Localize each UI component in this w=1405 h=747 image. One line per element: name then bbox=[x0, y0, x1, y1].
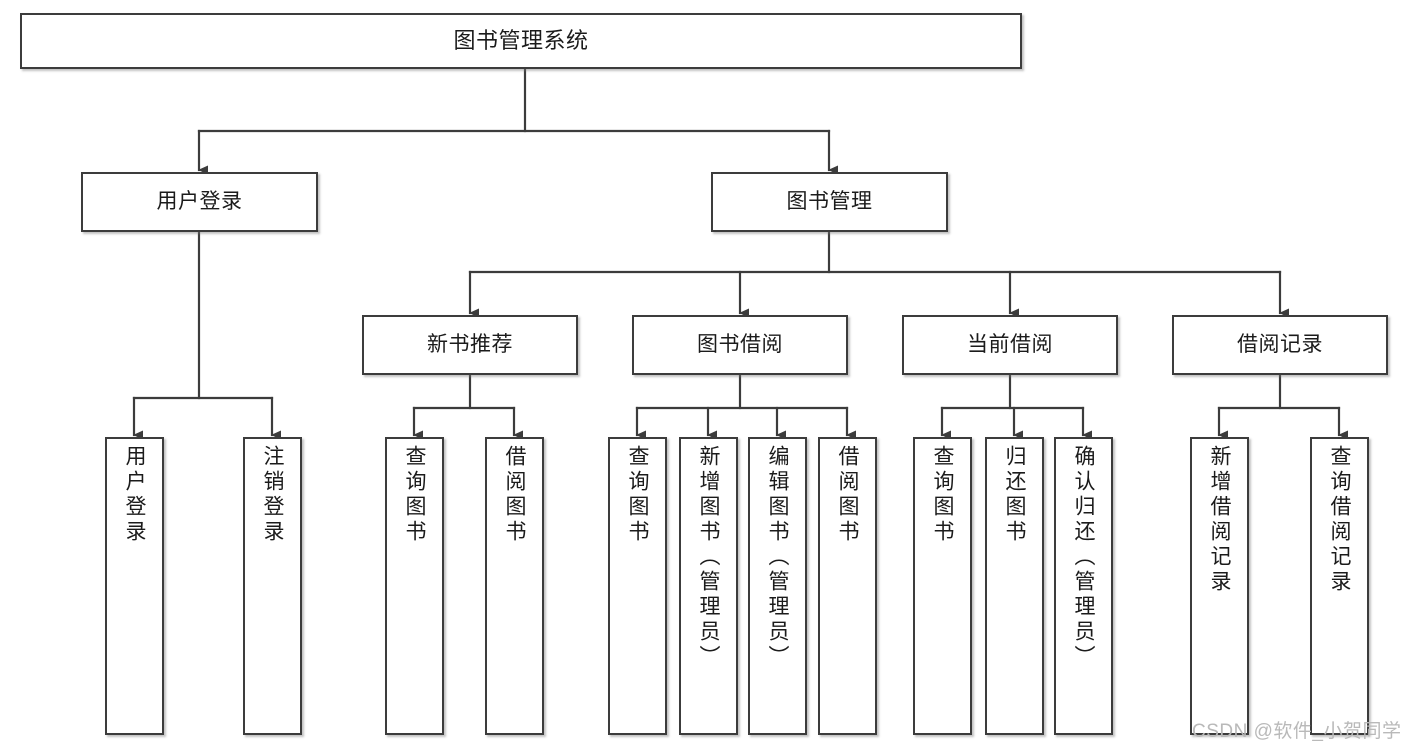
node-label: 图书管理 bbox=[786, 189, 873, 213]
node-label: 图书借阅 bbox=[697, 332, 783, 356]
node-label: 借阅图书 bbox=[503, 445, 526, 545]
node-current-borrow[interactable]: 当前借阅 bbox=[902, 315, 1118, 375]
node-label: 新增图书（管理员） bbox=[697, 445, 720, 670]
node-leaf-query-book-1[interactable]: 查询图书 bbox=[385, 437, 444, 735]
node-new-book-recommend[interactable]: 新书推荐 bbox=[362, 315, 578, 375]
node-label: 借阅记录 bbox=[1237, 332, 1323, 356]
node-leaf-query-book-3[interactable]: 查询图书 bbox=[913, 437, 972, 735]
node-leaf-logout[interactable]: 注销登录 bbox=[243, 437, 302, 735]
node-label: 查询图书 bbox=[626, 445, 649, 545]
node-label: 新增借阅记录 bbox=[1208, 445, 1231, 595]
node-label: 图书管理系统 bbox=[453, 28, 589, 54]
node-label: 借阅图书 bbox=[836, 445, 859, 545]
node-leaf-add-book[interactable]: 新增图书（管理员） bbox=[679, 437, 738, 735]
watermark: CSDN @软件_小贺同学 bbox=[1192, 721, 1402, 742]
node-leaf-user-login[interactable]: 用户登录 bbox=[105, 437, 164, 735]
node-leaf-return-book[interactable]: 归还图书 bbox=[985, 437, 1044, 735]
node-label: 查询图书 bbox=[403, 445, 426, 545]
node-leaf-confirm-return[interactable]: 确认归还（管理员） bbox=[1054, 437, 1113, 735]
node-label: 用户登录 bbox=[123, 445, 146, 545]
node-label: 注销登录 bbox=[261, 445, 284, 545]
node-label: 确认归还（管理员） bbox=[1072, 445, 1095, 670]
node-leaf-edit-book[interactable]: 编辑图书（管理员） bbox=[748, 437, 807, 735]
node-book-borrow[interactable]: 图书借阅 bbox=[632, 315, 848, 375]
node-leaf-borrow-book-2[interactable]: 借阅图书 bbox=[818, 437, 877, 735]
node-label: 用户登录 bbox=[156, 189, 243, 213]
node-label: 编辑图书（管理员） bbox=[766, 445, 789, 670]
node-label: 查询借阅记录 bbox=[1328, 445, 1351, 595]
node-user-login[interactable]: 用户登录 bbox=[81, 172, 318, 232]
node-leaf-query-book-2[interactable]: 查询图书 bbox=[608, 437, 667, 735]
node-leaf-query-record[interactable]: 查询借阅记录 bbox=[1310, 437, 1369, 735]
node-label: 新书推荐 bbox=[427, 332, 513, 356]
node-leaf-add-record[interactable]: 新增借阅记录 bbox=[1190, 437, 1249, 735]
node-leaf-borrow-book-1[interactable]: 借阅图书 bbox=[485, 437, 544, 735]
node-root[interactable]: 图书管理系统 bbox=[20, 13, 1022, 69]
node-book-manage[interactable]: 图书管理 bbox=[711, 172, 948, 232]
node-label: 当前借阅 bbox=[967, 332, 1053, 356]
node-borrow-record[interactable]: 借阅记录 bbox=[1172, 315, 1388, 375]
connector-group bbox=[132, 67, 1348, 440]
node-label: 归还图书 bbox=[1003, 445, 1026, 545]
node-label: 查询图书 bbox=[931, 445, 954, 545]
